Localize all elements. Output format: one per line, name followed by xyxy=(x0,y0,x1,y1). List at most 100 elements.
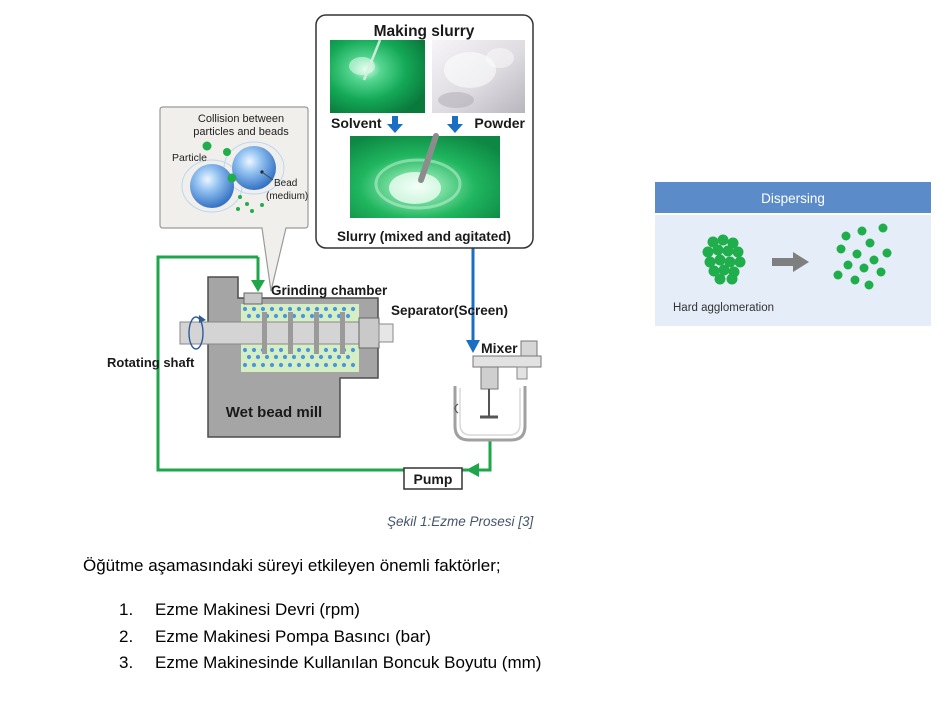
separator-label: Separator(Screen) xyxy=(391,303,508,318)
rotation-arrow-icon xyxy=(188,315,206,350)
chamber-bead xyxy=(251,347,257,353)
chamber-bead xyxy=(305,306,311,312)
chamber-bead xyxy=(336,354,342,360)
particle xyxy=(727,237,739,249)
chamber-bead xyxy=(296,347,302,353)
slurry-feed-line xyxy=(466,248,480,353)
chamber-bead xyxy=(345,354,351,360)
chamber-bead xyxy=(278,347,284,353)
particle xyxy=(704,256,716,268)
chamber-bead xyxy=(296,306,302,312)
pipette xyxy=(362,39,382,81)
chamber-bead xyxy=(305,362,311,368)
chamber-bead xyxy=(309,354,315,360)
chamber-bead xyxy=(305,347,311,353)
powder-photo xyxy=(432,40,525,113)
dispersed-particles xyxy=(833,223,892,290)
chamber-bead xyxy=(246,313,252,319)
particle xyxy=(852,249,862,259)
chamber-bead xyxy=(282,354,288,360)
dispersing-panel: Dispersing xyxy=(655,182,931,326)
particle xyxy=(841,231,851,241)
pump-label: Pump xyxy=(414,471,453,487)
shaft-disc xyxy=(288,312,293,354)
chamber-bead xyxy=(323,306,329,312)
particle xyxy=(882,248,892,258)
chamber-bead xyxy=(269,362,275,368)
arrow-down-icon xyxy=(447,116,463,133)
chamber-bead xyxy=(318,313,324,319)
particle xyxy=(850,275,860,285)
arrow-stem xyxy=(772,258,794,266)
arrow-left-icon xyxy=(466,463,479,477)
list-item-text: Ezme Makinesinde Kullanılan Boncuk Boyut… xyxy=(155,653,542,672)
mixer: Mixer xyxy=(453,340,542,442)
mixer-tank xyxy=(453,386,527,442)
chamber-bead xyxy=(296,362,302,368)
collision-title: particles and beads xyxy=(193,126,289,138)
pipe-return-line xyxy=(156,255,404,472)
particle xyxy=(238,195,242,199)
chamber-bead xyxy=(318,354,324,360)
slurry-label: Slurry (mixed and agitated) xyxy=(337,229,511,244)
chamber-bead xyxy=(269,347,275,353)
particle xyxy=(245,202,249,206)
particle-label: Particle xyxy=(172,152,207,164)
particle xyxy=(869,255,879,265)
chamber-bead xyxy=(242,362,248,368)
arrow-stem xyxy=(392,116,398,124)
bead-pointer-line xyxy=(261,171,274,181)
arrow-head xyxy=(387,124,403,133)
list-item-text: Ezme Makinesi Devri (rpm) xyxy=(155,600,360,619)
chamber-bead xyxy=(350,306,356,312)
pump-box xyxy=(403,467,463,490)
mixer-arm xyxy=(472,355,542,368)
chamber-bead xyxy=(282,313,288,319)
arrow-down-icon xyxy=(251,280,265,292)
particle xyxy=(726,273,738,285)
agglomeration-label: Hard agglomeration xyxy=(673,302,774,314)
chamber-bead xyxy=(323,347,329,353)
chamber-bead xyxy=(300,313,306,319)
bead xyxy=(190,164,234,208)
particle xyxy=(857,226,867,236)
making-slurry-title: Making slurry xyxy=(374,23,475,40)
chamber-bead xyxy=(350,347,356,353)
chamber-bead xyxy=(300,354,306,360)
grinding-chamber-label: Grinding chamber xyxy=(271,283,388,298)
arrow-right-icon xyxy=(772,252,809,272)
mixer-tank-inner xyxy=(459,388,521,436)
dispersing-title: Dispersing xyxy=(761,191,825,206)
callout-bubble xyxy=(159,106,309,292)
particle xyxy=(865,238,875,248)
chamber-bead xyxy=(314,362,320,368)
list-item: 1. Ezme Makinesi Devri (rpm) xyxy=(0,597,700,624)
powder-label: Powder xyxy=(474,115,525,131)
list-item-number: 1. xyxy=(119,600,134,619)
chamber-bead xyxy=(260,306,266,312)
chamber-bead xyxy=(341,362,347,368)
chamber-bead xyxy=(260,362,266,368)
chamber-bead xyxy=(242,347,248,353)
rotation-arrowhead xyxy=(199,315,206,323)
list-item-number: 2. xyxy=(119,626,134,646)
factor-list: 1. Ezme Makinesi Devri (rpm) 2. Ezme Mak… xyxy=(0,597,700,677)
slurry-photo xyxy=(350,133,500,218)
arrow-down-icon xyxy=(387,116,403,133)
process-figure: Making slurry Solvent Powder xyxy=(107,14,931,490)
chamber-bead xyxy=(323,362,329,368)
list-item: 2. Ezme Makinesi Pompa Basıncı (bar) xyxy=(0,624,700,651)
agitator-rod xyxy=(418,133,439,183)
chamber-bead xyxy=(242,306,248,312)
particle xyxy=(202,141,212,151)
chamber-bead xyxy=(332,362,338,368)
separator-outlet xyxy=(378,323,394,343)
particle xyxy=(702,246,714,258)
particle xyxy=(734,256,746,268)
circulation-pipe xyxy=(156,255,492,477)
slurry-vortex xyxy=(389,172,441,204)
powder-lump xyxy=(444,52,496,88)
particle xyxy=(717,234,729,246)
collision-title: Collision between xyxy=(198,113,284,125)
particle xyxy=(718,264,730,276)
